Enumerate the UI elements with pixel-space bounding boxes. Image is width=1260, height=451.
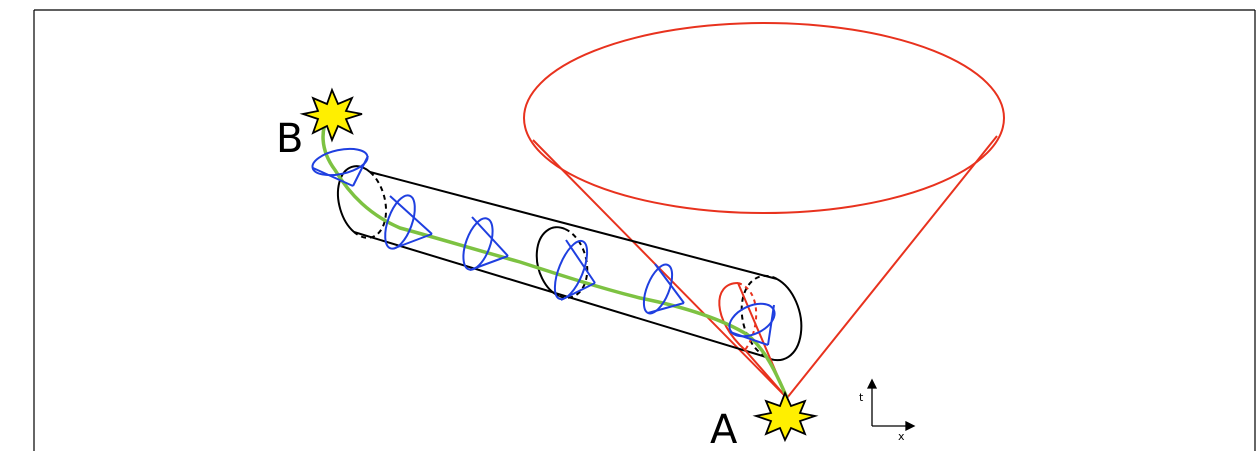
blue-cone-5 bbox=[728, 302, 776, 346]
tube-left-cap bbox=[336, 165, 371, 233]
blue-cone-4 bbox=[642, 263, 685, 315]
large-cone-left-edge bbox=[532, 139, 788, 399]
axis-x-label: x bbox=[898, 430, 905, 443]
tube-left-cap-dashed bbox=[353, 171, 388, 239]
event-b-label: B bbox=[276, 116, 303, 162]
large-light-cone bbox=[523, 22, 1005, 399]
tube-right-section-dashed bbox=[740, 274, 778, 358]
red-cone-rim bbox=[718, 282, 746, 351]
tube-right-cap bbox=[765, 278, 803, 362]
tube-mid-section-dashed bbox=[558, 228, 589, 299]
event-a-label: A bbox=[710, 407, 738, 451]
tube-top-edge bbox=[369, 171, 778, 280]
large-cone-rim bbox=[523, 22, 1005, 214]
worldline bbox=[321, 113, 789, 399]
figure-frame bbox=[33, 9, 1256, 451]
blue-light-cones bbox=[311, 147, 776, 346]
event-a-star-icon bbox=[752, 390, 819, 443]
tube-mid-section bbox=[535, 226, 566, 297]
axes-icon bbox=[866, 378, 916, 432]
large-cone-right-edge bbox=[786, 135, 998, 399]
blue-cone-b bbox=[311, 147, 369, 187]
event-b-star-icon bbox=[299, 87, 363, 143]
blue-cone-2 bbox=[462, 216, 509, 271]
blue-cone-1 bbox=[384, 194, 433, 250]
blue-cone-3 bbox=[553, 239, 596, 301]
tube-bottom-edge bbox=[353, 231, 767, 358]
axis-t-label: t bbox=[859, 391, 864, 404]
